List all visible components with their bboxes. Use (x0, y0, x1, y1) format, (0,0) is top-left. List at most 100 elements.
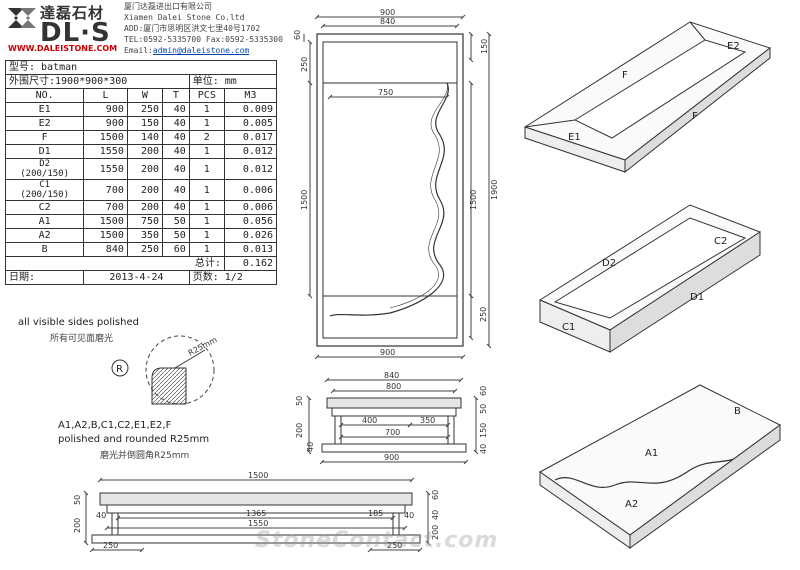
date-label: 日期: (4, 270, 85, 285)
logo-chinese-name: 達磊石材 (40, 4, 105, 22)
detail-circle (145, 335, 215, 405)
part-code-note: (200/150) (20, 169, 70, 179)
side-dim-40-right: 40 (404, 511, 414, 520)
iso-label-b: B (734, 406, 741, 417)
rounded-note-cn: 磨光并倒圆角R25mm (100, 451, 190, 461)
r-symbol-text: R (116, 364, 123, 375)
front-dim-60-right: 60 (479, 386, 488, 396)
iso-label-f-bottom: F (692, 111, 698, 122)
plan-view: 900 840 750 60 250 1500 150 1500 250 190… (293, 8, 499, 360)
iso-label-e1: E1 (568, 132, 581, 143)
iso-top-view: A1 A2 B (539, 384, 781, 549)
front-dim-40-left: 40 (306, 442, 315, 452)
company-name-en: Xiamen Dalei Stone Co.ltd (124, 13, 245, 22)
side-dim-50-vert: 50 (73, 495, 82, 505)
side-dim-60-vert: 60 (431, 490, 440, 500)
plan-dim-750: 750 (378, 88, 393, 97)
plan-dim-1500-right: 1500 (469, 190, 478, 210)
watermark: StoneContact.com (255, 528, 499, 553)
cell-pcs: 1 (188, 158, 225, 180)
plan-dim-250-right: 250 (479, 307, 488, 322)
side-dim-185: 185 (368, 509, 383, 518)
plan-dim-1900: 1900 (490, 180, 499, 200)
side-dim-1550: 1550 (248, 519, 268, 528)
part-code: D2 (39, 159, 51, 169)
front-dim-800: 800 (386, 382, 401, 391)
spec-table: 型号: batman 外围尺寸:1900*900*300 单位: mm NO.L… (4, 60, 278, 285)
side-dim-40-vert: 40 (431, 510, 440, 520)
iso-label-d1: D1 (690, 292, 704, 303)
front-dim-150-right: 150 (479, 423, 488, 438)
front-dim-350: 350 (420, 416, 435, 425)
polished-note-cn: 所有可见面磨光 (50, 334, 114, 344)
plan-end-piece (322, 41, 458, 84)
side-dim-1500: 1500 (248, 471, 268, 480)
company-email-line: Email:admin@daleistone.com (124, 46, 249, 56)
plan-outline (316, 33, 464, 347)
plan-dim-900-bottom: 900 (380, 348, 395, 357)
front-dim-400: 400 (362, 416, 377, 425)
side-dim-250-left: 250 (103, 541, 118, 550)
date-value: 2013-4-24 (83, 270, 190, 285)
iso-label-a2: A2 (625, 499, 638, 510)
r-circle-symbol-icon (111, 359, 129, 377)
plan-dim-150: 150 (480, 39, 489, 54)
cell-m3: 0.006 (223, 200, 278, 215)
iso-box-view: D2 D1 C1 C2 (538, 204, 762, 353)
side-dim-200-vert-left: 200 (73, 518, 82, 533)
rounded-note-parts: A1,A2,B,C1,C2,E1,E2,F (58, 420, 172, 431)
side-base (91, 534, 421, 544)
iso-label-c2: C2 (714, 236, 727, 247)
plan-dim-1500-left: 1500 (300, 190, 309, 210)
side-dim-250-right: 250 (387, 541, 402, 550)
plan-dim-900-top: 900 (380, 8, 395, 17)
side-view: 1500 1365 1550 40 185 40 250 250 50 200 … (73, 471, 440, 553)
part-code: C1 (39, 180, 51, 190)
side-top-slab (99, 492, 413, 506)
logo-website: WWW.DALEISTONE.COM (8, 44, 118, 53)
company-phone: TEL:0592-5335700 Fax:0592-5335300 (124, 35, 283, 44)
email-link[interactable]: admin@daleistone.com (152, 46, 250, 55)
column-header: PCS (188, 88, 225, 103)
iso-label-f-top: F (622, 70, 628, 81)
front-dim-900: 900 (384, 453, 399, 462)
rounded-edge-section (151, 367, 187, 405)
plan-dim-250-left: 250 (300, 57, 309, 72)
side-dim-1365: 1365 (246, 509, 266, 518)
part-code-note: (200/150) (20, 190, 70, 200)
email-prefix: Email: (124, 46, 153, 55)
plan-inner (322, 41, 458, 339)
front-dim-50-left: 50 (295, 396, 304, 406)
rounded-note-text: polished and rounded R25mm (58, 434, 210, 445)
iso-frame-view: E1 E2 F F (523, 21, 772, 174)
logo-mark-icon (8, 8, 36, 28)
logo-brand-text: DL·S (40, 18, 111, 48)
front-dim-50-right: 50 (479, 404, 488, 414)
iso-label-a1: A1 (645, 448, 658, 459)
front-dim-840: 840 (384, 371, 399, 380)
cell-m3: 0.009 (223, 102, 278, 117)
plan-dim-840: 840 (380, 17, 395, 26)
iso-label-e2: E2 (727, 41, 740, 52)
cell-no: C1(200/150) (4, 179, 85, 201)
front-dim-700: 700 (385, 428, 400, 437)
r25-detail: R R25mm (111, 335, 219, 405)
company-address: ADD:厦门市思明区洪文七里40号1702 (124, 24, 261, 33)
front-dim-40-right: 40 (479, 444, 488, 454)
polished-note: all visible sides polished (18, 317, 139, 328)
iso-label-c1: C1 (562, 322, 575, 333)
iso-label-d2: D2 (602, 258, 616, 269)
front-view: 840 800 400 350 700 900 50 200 40 60 50 … (295, 371, 488, 465)
plan-wave-edge (329, 82, 449, 317)
pages-label: 页数: 1/2 (188, 270, 278, 285)
company-name-cn: 厦门达磊进出口有限公司 (124, 2, 212, 11)
front-top-slab (326, 397, 462, 409)
